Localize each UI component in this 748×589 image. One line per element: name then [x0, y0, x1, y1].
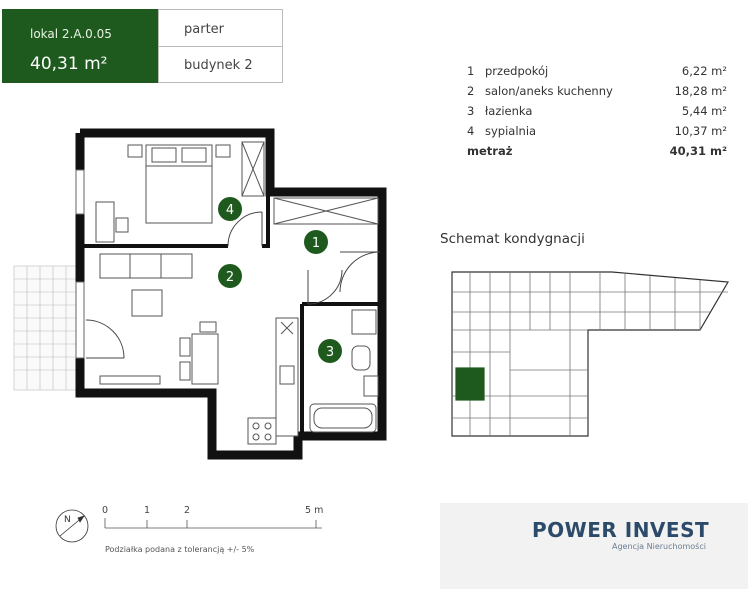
- desk: [95, 201, 129, 243]
- room-number: 4: [467, 124, 475, 138]
- logo-panel: [440, 503, 748, 589]
- room-markers: [218, 197, 342, 363]
- unit-header-panel: [2, 9, 158, 83]
- walls: [75, 128, 387, 460]
- svg-text:N: N: [64, 515, 71, 525]
- room-marker-2: 2: [226, 270, 234, 285]
- room-row: 4 sypialnia 10,37 m²: [467, 124, 727, 140]
- doors: [85, 211, 381, 359]
- building-label: budynek 2: [184, 58, 253, 73]
- unit-highlight: [455, 367, 485, 401]
- windows: [75, 169, 85, 359]
- floor-label: parter: [184, 22, 225, 37]
- scale-tick: 1: [144, 505, 151, 516]
- unit-area: 40,31 m²: [30, 54, 108, 74]
- bed: [127, 144, 231, 224]
- sofa: [99, 253, 193, 279]
- room-area: 10,37 m²: [674, 124, 727, 138]
- unit-id: lokal 2.A.0.05: [30, 27, 112, 41]
- total-area: 40,31 m²: [669, 144, 727, 158]
- tv-cabinet: [99, 375, 161, 385]
- room-number: 3: [467, 104, 475, 118]
- scale-bar: [104, 518, 322, 529]
- compass-icon: N: [55, 509, 89, 543]
- logo-subtitle: Agencja Nieruchomości: [612, 542, 706, 551]
- total-label: metraż: [467, 144, 513, 158]
- room-number: 1: [467, 64, 475, 78]
- room-area: 5,44 m²: [681, 104, 727, 118]
- building-schema: [451, 271, 729, 437]
- room-area: 18,28 m²: [674, 84, 727, 98]
- schema-title: Schemat kondygnacji: [440, 231, 585, 247]
- room-name: przedpokój: [485, 64, 549, 78]
- logo-text: POWER INVEST: [532, 518, 710, 542]
- kitchen: [247, 317, 299, 445]
- scale-tick: 2: [184, 505, 191, 516]
- interior-walls: [80, 133, 382, 436]
- scale-tick: 5 m: [305, 505, 324, 516]
- bathroom-fixtures: [309, 309, 379, 433]
- dining-set: [179, 321, 219, 385]
- room-row: 2 salon/aneks kuchenny 18,28 m²: [467, 84, 727, 100]
- room-marker-3: 3: [326, 345, 334, 360]
- room-number: 2: [467, 84, 475, 98]
- room-marker-1: 1: [312, 236, 320, 251]
- total-row: metraż 40,31 m²: [467, 144, 727, 160]
- room-name: łazienka: [485, 104, 533, 118]
- room-area: 6,22 m²: [681, 64, 727, 78]
- room-row: 1 przedpokój 6,22 m²: [467, 64, 727, 80]
- balcony: [13, 265, 79, 391]
- room-row: 3 łazienka 5,44 m²: [467, 104, 727, 120]
- room-name: salon/aneks kuchenny: [485, 84, 613, 98]
- wardrobe: [241, 141, 379, 225]
- room-marker-4: 4: [226, 203, 234, 218]
- scale-note: Podziałka podana z tolerancją +/- 5%: [105, 545, 255, 554]
- room-name: sypialnia: [485, 124, 537, 138]
- coffee-table: [131, 289, 163, 317]
- divider: [158, 46, 283, 47]
- scale-tick: 0: [102, 505, 109, 516]
